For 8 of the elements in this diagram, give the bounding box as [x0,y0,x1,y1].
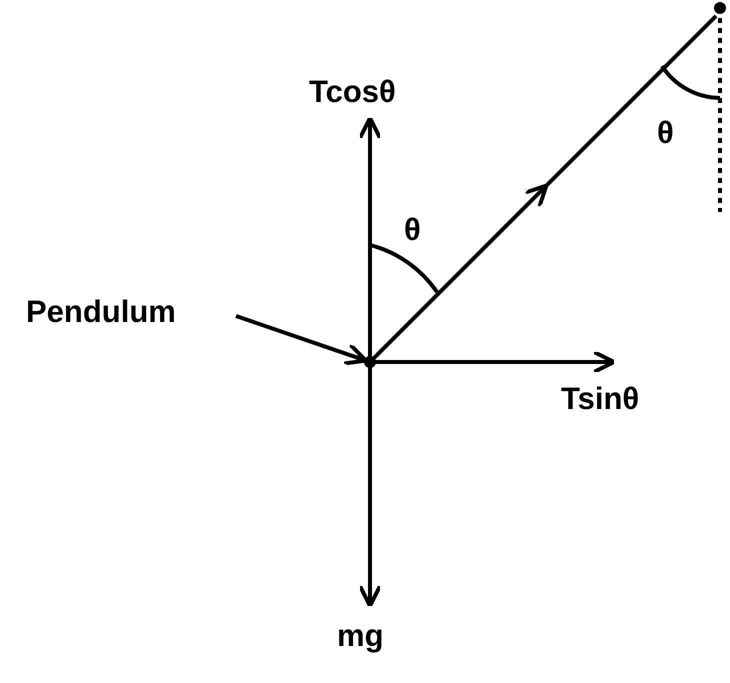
force-label: θ [404,214,421,245]
leader-arrow [235,314,368,366]
force-label: Tsinθ [561,383,640,414]
force-label: Tcosθ [309,76,396,107]
node-label: Pendulum [26,294,176,329]
force-label: mg [337,620,384,651]
point-mass [364,356,376,368]
force-label: θ [657,117,674,148]
